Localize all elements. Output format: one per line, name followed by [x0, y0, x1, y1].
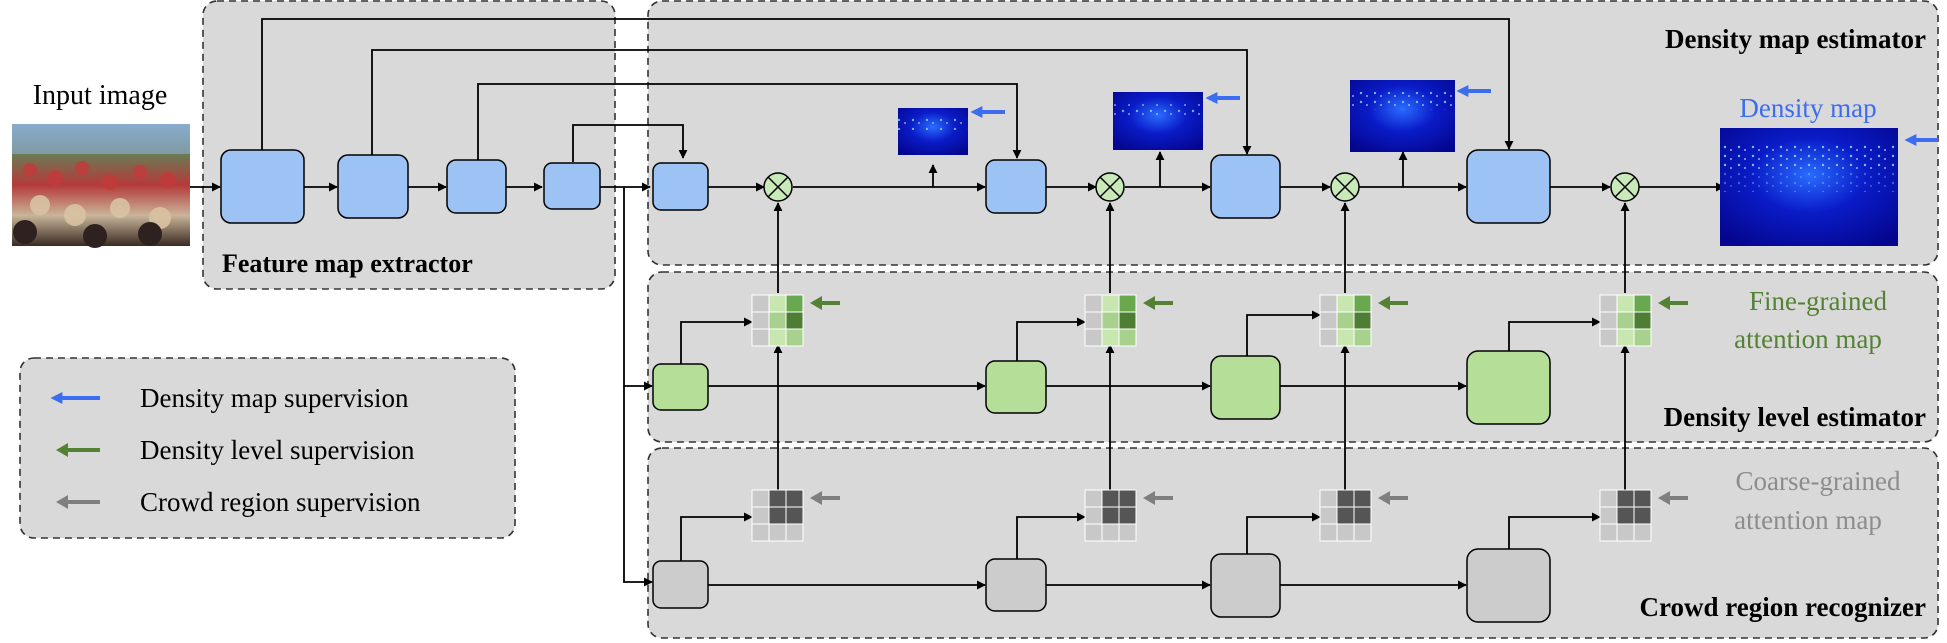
- output-density-map: Density map: [1720, 93, 1938, 246]
- density-map-estimator-title: Density map estimator: [1665, 24, 1926, 54]
- coarse-grid-icon: [1084, 489, 1173, 542]
- multiply-operators: [763, 172, 1640, 202]
- coarse-grid-icon: [751, 489, 840, 542]
- coarse-grid-icon: [1319, 489, 1408, 542]
- feature-extractor-title: Feature map extractor: [222, 249, 473, 278]
- feature-blocks: [220, 149, 601, 224]
- multiply-icon: [763, 172, 793, 202]
- region-block-1: [652, 560, 709, 609]
- feature-block-4: [543, 162, 601, 210]
- legend-item-density-level: Density level supervision: [56, 435, 415, 465]
- svg-text:Density level supervision: Density level supervision: [140, 435, 415, 465]
- decoder-block-1: [652, 162, 709, 211]
- fine-attention-label-2: attention map: [1734, 324, 1882, 354]
- density-map-estimator-panel: Density map estimator: [647, 0, 1939, 266]
- multiply-icon: [1330, 172, 1360, 202]
- intermediate-map-1: [898, 106, 1005, 155]
- intermediate-map-3: [1350, 80, 1491, 152]
- decoder-block-3: [1210, 154, 1281, 219]
- region-block-4: [1466, 548, 1551, 623]
- connectors: [190, 18, 1725, 590]
- legend-item-density-map: Density map supervision: [50, 383, 409, 413]
- feature-extractor-panel: Feature map extractor: [202, 0, 616, 290]
- legend-panel: Density map supervision Density level su…: [19, 357, 516, 539]
- input-image-label: Input image: [33, 80, 168, 111]
- level-block-2: [985, 360, 1047, 414]
- output-density-map-label: Density map: [1739, 93, 1876, 123]
- intermediate-density-maps: [898, 80, 1491, 155]
- decoder-blocks: [652, 149, 1551, 224]
- fine-grid-icon: [1319, 294, 1408, 347]
- fine-grid-icon: [1599, 294, 1688, 347]
- coarse-attention-label-1: Coarse-grained: [1736, 466, 1901, 496]
- multiply-icon: [1610, 172, 1640, 202]
- region-block-2: [985, 558, 1047, 612]
- coarse-attention-label-2: attention map: [1734, 505, 1882, 535]
- decoder-block-2: [985, 159, 1047, 214]
- fine-grid-icon: [751, 294, 840, 347]
- level-blocks: [652, 350, 1551, 425]
- feature-block-1: [220, 149, 305, 224]
- coarse-grid-icon: [1599, 489, 1688, 542]
- level-block-3: [1210, 355, 1281, 420]
- region-blocks: [652, 548, 1551, 623]
- multiply-icon: [1095, 172, 1125, 202]
- fine-grid-icon: [1084, 294, 1173, 347]
- intermediate-map-2: [1113, 92, 1240, 150]
- level-block-4: [1466, 350, 1551, 425]
- feature-block-2: [337, 154, 409, 219]
- crowd-region-recognizer-title: Crowd region recognizer: [1640, 592, 1926, 622]
- feature-block-3: [446, 159, 507, 214]
- decoder-block-4: [1466, 149, 1551, 224]
- legend-item-crowd-region: Crowd region supervision: [56, 487, 421, 517]
- svg-text:Crowd region supervision: Crowd region supervision: [140, 487, 421, 517]
- density-level-estimator-title: Density level estimator: [1664, 402, 1926, 432]
- density-level-estimator-panel: Density level estimator: [647, 271, 1939, 443]
- fine-attention-grids: [751, 294, 1688, 347]
- svg-text:Density map supervision: Density map supervision: [140, 383, 409, 413]
- fine-attention-label-1: Fine-grained: [1749, 286, 1887, 316]
- level-block-1: [652, 363, 709, 411]
- input-crowd-image: [12, 124, 190, 248]
- region-block-3: [1210, 553, 1281, 618]
- coarse-attention-grids: [751, 489, 1688, 542]
